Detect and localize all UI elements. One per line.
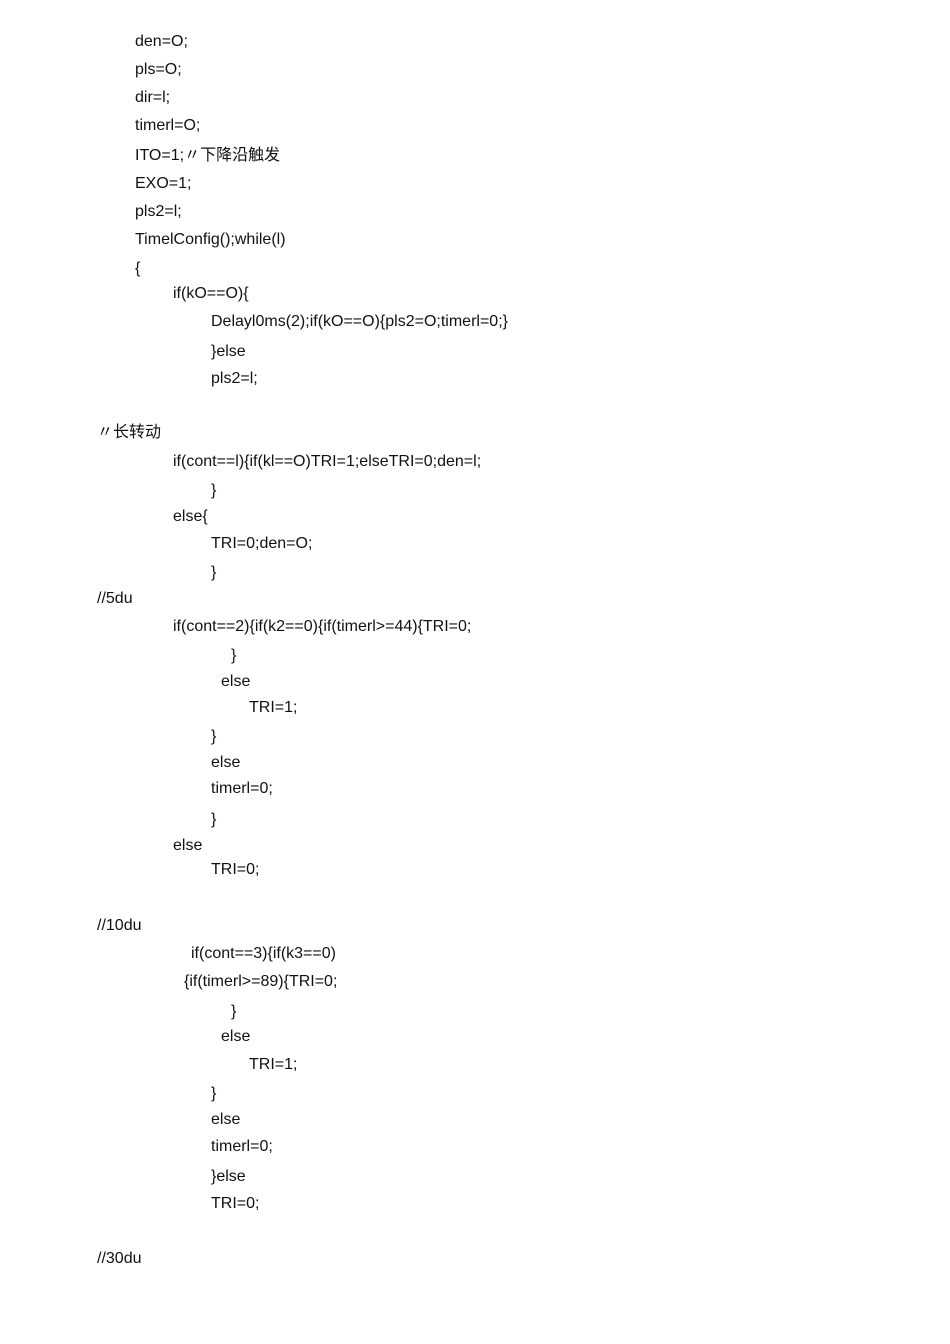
code-line: pls2=l;	[211, 370, 258, 387]
code-line: else{	[173, 508, 208, 525]
code-line: Delayl0ms(2);if(kO==O){pls2=O;timerl=0;}	[211, 313, 508, 330]
code-line: TRI=1;	[249, 1056, 298, 1073]
code-line: TRI=0;den=O;	[211, 535, 313, 552]
code-line: if(cont==2){if(k2==0){if(timerl>=44){TRI…	[173, 618, 472, 635]
code-line: TRI=0;	[211, 861, 260, 878]
code-line: else	[221, 1028, 251, 1045]
code-line: else	[211, 754, 241, 771]
code-line: if(cont==3){if(k3==0)	[191, 945, 336, 962]
code-line: timerl=O;	[135, 117, 201, 134]
code-line: }	[211, 1085, 217, 1102]
code-line: TimelConfig();while(l)	[135, 231, 286, 248]
code-line: }else	[211, 343, 246, 360]
code-line: }	[211, 564, 217, 581]
code-line: }	[211, 482, 217, 499]
code-line: pls2=l;	[135, 203, 182, 220]
code-line: ITO=1;〃下降沿触发	[135, 147, 281, 164]
code-line: den=O;	[135, 33, 188, 50]
code-line: TRI=0;	[211, 1195, 260, 1212]
code-line: {if(timerl>=89){TRI=0;	[184, 973, 338, 990]
code-line: }	[231, 1003, 237, 1020]
code-line: pls=O;	[135, 61, 182, 78]
code-line: }	[211, 811, 217, 828]
code-line: timerl=0;	[211, 1138, 273, 1155]
code-line: timerl=0;	[211, 780, 273, 797]
code-line: {	[135, 260, 141, 277]
code-line: }	[231, 647, 237, 664]
comment-line: 〃长转动	[97, 424, 162, 441]
code-line: else	[211, 1111, 241, 1128]
code-line: else	[173, 837, 203, 854]
code-line: }else	[211, 1168, 246, 1185]
comment-line: //5du	[97, 590, 133, 607]
code-line: EXO=1;	[135, 175, 192, 192]
code-line: }	[211, 728, 217, 745]
comment-line: //30du	[97, 1250, 142, 1267]
code-line: dir=l;	[135, 89, 171, 106]
code-line: TRI=1;	[249, 699, 298, 716]
comment-line: //10du	[97, 917, 142, 934]
code-line: else	[221, 673, 251, 690]
code-line: if(kO==O){	[173, 285, 249, 302]
code-line: if(cont==l){if(kl==O)TRI=1;elseTRI=0;den…	[173, 453, 482, 470]
